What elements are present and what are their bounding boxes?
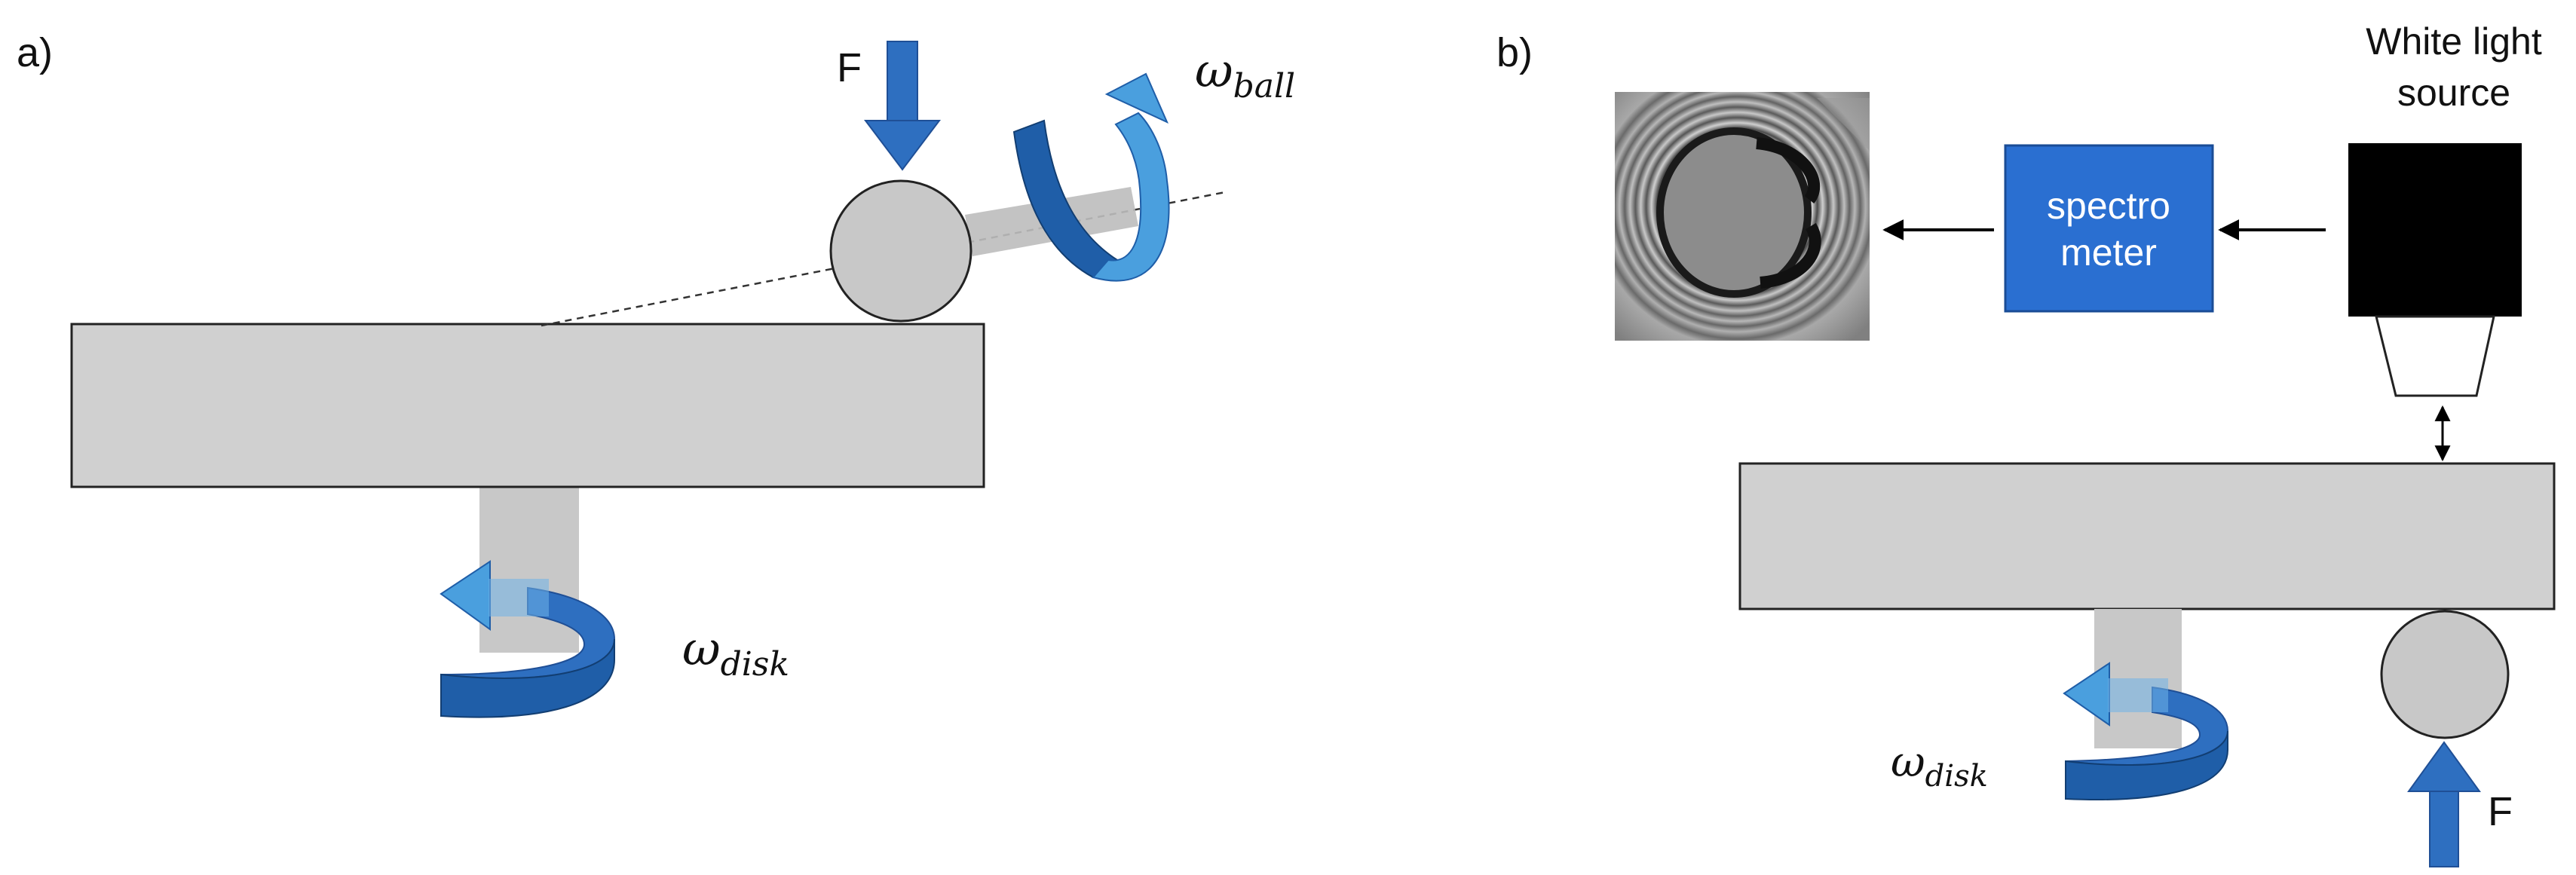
spectrometer-label-line2: meter xyxy=(2060,231,2157,274)
omega-disk-label-b: ωdisk xyxy=(1891,738,1988,794)
panel-a: a) F ωball ωdis xyxy=(17,30,1295,718)
spectrometer-label-line1: spectro xyxy=(2047,185,2170,227)
panel-a-label: a) xyxy=(17,30,53,75)
force-arrow-up-icon xyxy=(2407,741,2481,867)
panel-b-label: b) xyxy=(1496,30,1533,75)
interference-fringes-image xyxy=(1615,92,1870,341)
disk-b-rotation-curved-arrow-icon xyxy=(2063,662,2229,800)
disk-rotation-curved-arrow-icon xyxy=(440,560,616,718)
ball xyxy=(829,179,973,323)
disk-b xyxy=(1738,462,2556,610)
ball-b xyxy=(2380,610,2510,739)
omega-ball-label: ωball xyxy=(1195,43,1295,106)
disk-shaft xyxy=(479,487,579,653)
panel-b: b) spectro meter White light source xyxy=(1496,20,2556,867)
light-source-lens xyxy=(2375,315,2495,397)
force-label-b: F xyxy=(2488,789,2513,834)
light-source-label-line1: White light xyxy=(2366,20,2542,63)
force-arrow-icon xyxy=(863,41,942,171)
force-label-a: F xyxy=(837,45,862,90)
light-source-label-line2: source xyxy=(2397,72,2510,114)
light-source-box xyxy=(2348,143,2522,317)
ball-rotation-curved-arrow-icon xyxy=(1012,72,1170,282)
disk xyxy=(70,323,985,488)
spectrometer-box xyxy=(2004,144,2214,313)
omega-disk-label-a: ωdisk xyxy=(682,621,789,684)
